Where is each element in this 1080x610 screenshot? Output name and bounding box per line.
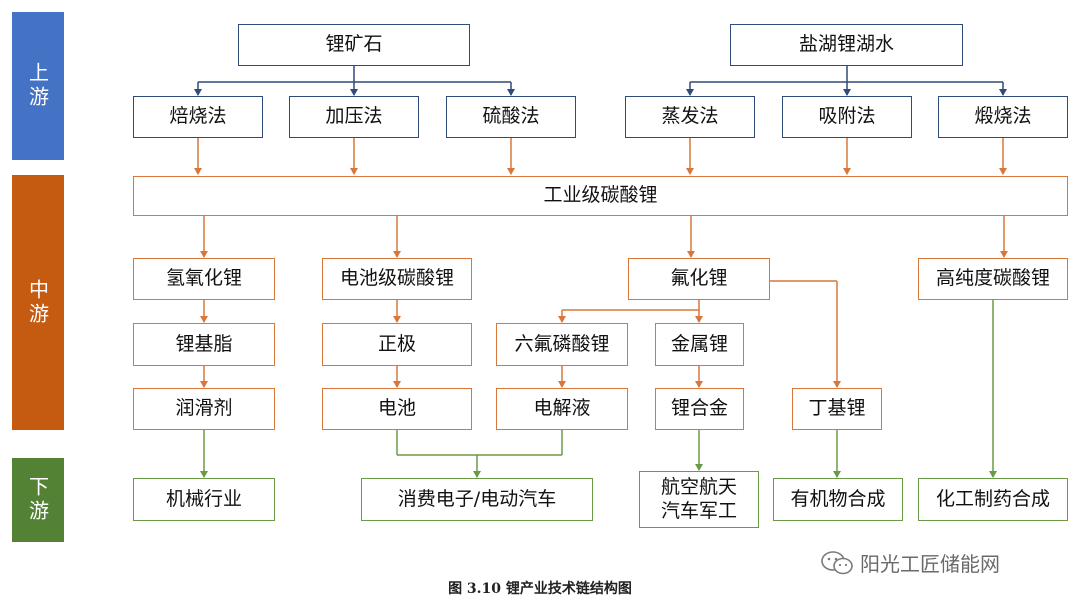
lithium-alloy-box: 锂合金 bbox=[655, 388, 744, 430]
cathode-box: 正极 bbox=[322, 323, 472, 366]
lubricant-box: 润滑剂 bbox=[133, 388, 275, 430]
watermark: 阳光工匠储能网 bbox=[820, 548, 1000, 577]
lithium-ore-box: 锂矿石 bbox=[238, 24, 470, 66]
salt-lake-brine-box: 盐湖锂湖水 bbox=[730, 24, 963, 66]
battery-grade-carbonate-box: 电池级碳酸锂 bbox=[322, 258, 472, 300]
electrolyte-box: 电解液 bbox=[496, 388, 628, 430]
watermark-text: 阳光工匠储能网 bbox=[860, 552, 1000, 576]
butyllithium-box: 丁基锂 bbox=[792, 388, 882, 430]
downstream-connectors bbox=[200, 300, 997, 478]
lithium-fluoride-box: 氟化锂 bbox=[628, 258, 770, 300]
lipf6-box: 六氟磷酸锂 bbox=[496, 323, 628, 366]
source-to-method-connectors bbox=[194, 66, 1007, 96]
metal-lithium-box: 金属锂 bbox=[655, 323, 744, 366]
pressure-method-box: 加压法 bbox=[289, 96, 419, 138]
consumer-electronics-ev-box: 消费电子/电动汽车 bbox=[361, 478, 593, 521]
midstream-connectors bbox=[194, 138, 1008, 388]
chemical-pharma-box: 化工制药合成 bbox=[918, 478, 1068, 521]
downstream-label: 下游 bbox=[25, 476, 50, 524]
lithium-hydroxide-box: 氢氧化锂 bbox=[133, 258, 275, 300]
midstream-label: 中游 bbox=[25, 278, 50, 327]
organic-synthesis-box: 有机物合成 bbox=[773, 478, 903, 521]
adsorption-method-box: 吸附法 bbox=[782, 96, 912, 138]
calcination-method-box: 煅烧法 bbox=[938, 96, 1068, 138]
lithium-grease-box: 锂基脂 bbox=[133, 323, 275, 366]
figure-caption: 图 3.10 锂产业技术链结构图 bbox=[448, 581, 632, 597]
downstream-band: 下游 bbox=[12, 458, 64, 542]
industrial-lithium-carbonate-box: 工业级碳酸锂 bbox=[133, 176, 1068, 216]
roasting-method-box: 焙烧法 bbox=[133, 96, 263, 138]
aerospace-military-box: 航空航天 汽车军工 bbox=[639, 471, 759, 528]
midstream-band: 中游 bbox=[12, 175, 64, 430]
evaporation-method-box: 蒸发法 bbox=[625, 96, 755, 138]
high-purity-carbonate-box: 高纯度碳酸锂 bbox=[918, 258, 1068, 300]
sulfuric-acid-method-box: 硫酸法 bbox=[446, 96, 576, 138]
battery-box: 电池 bbox=[322, 388, 472, 430]
upstream-label: 上游 bbox=[25, 62, 50, 110]
upstream-band: 上游 bbox=[12, 12, 64, 160]
machinery-industry-box: 机械行业 bbox=[133, 478, 275, 521]
wechat-icon bbox=[821, 550, 853, 574]
